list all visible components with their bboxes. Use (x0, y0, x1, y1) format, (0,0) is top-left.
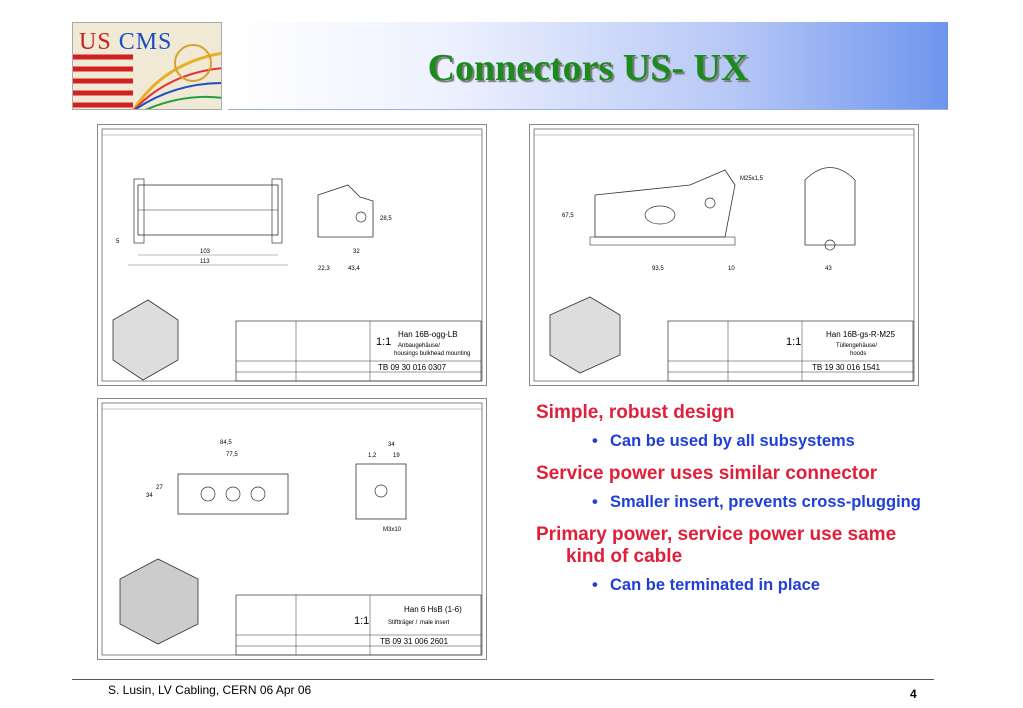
dim-93-5: 93,5 (652, 266, 664, 272)
drawing-2-part-name: Han 16B-gs-R-M25 (826, 330, 895, 339)
technical-drawing-2: 67,5 93,5 10 43 M25x1,5 1:1 Han 16B-gs-R… (529, 124, 919, 386)
bullet-sub: • Can be used by all subsystems (536, 432, 936, 451)
dim-67-5: 67,5 (562, 213, 574, 219)
drawing-3-part-name: Han 6 HsB (1-6) (404, 605, 462, 614)
logo-text: US CMS (79, 29, 172, 56)
technical-drawing-3: 84,5 77,5 34 27 34 1,2 19 M3x10 1:1 Han … (97, 398, 487, 660)
logo-graphic (73, 23, 221, 109)
drawing-1-part-name: Han 16B-ogg-LB (398, 330, 458, 339)
logo-us: US (79, 29, 112, 55)
bullet-sub-text: Can be used by all subsystems (610, 432, 855, 450)
dim-113: 113 (200, 259, 210, 265)
dim-19: 19 (393, 453, 400, 459)
dim-77-5: 77,5 (226, 452, 238, 458)
bullet-dot: • (592, 576, 598, 594)
bullet-sub: • Can be terminated in place (536, 576, 936, 595)
bullet-sub: • Smaller insert, prevents cross-plugging (536, 493, 936, 512)
bullet-main: Primary power, service power use same ki… (536, 524, 897, 567)
dim-32: 32 (353, 249, 360, 255)
dim-5: 5 (116, 239, 120, 245)
drawing-1-svg: 103 113 28,5 22,3 43,4 32 5 1:1 Han 16B-… (101, 128, 483, 382)
dim-m3x10: M3x10 (383, 527, 402, 533)
dim-27: 27 (156, 485, 163, 491)
page-number: 4 (910, 687, 917, 701)
drawing-3-desc-en: male insert (420, 620, 450, 626)
bullet-sub-text: Can be terminated in place (610, 576, 820, 594)
bullet-dot: • (592, 432, 598, 450)
dim-22-3: 22,3 (318, 266, 330, 272)
drawing-3-desc-de: Stiftträger / (388, 620, 418, 626)
technical-drawing-1: 103 113 28,5 22,3 43,4 32 5 1:1 Han 16B-… (97, 124, 487, 386)
bullet-main: Service power uses similar connector (536, 463, 878, 484)
drawing-2-part-number: TB 19 30 016 1541 (812, 363, 881, 372)
dim-28-5: 28,5 (380, 216, 392, 222)
drawing-2-desc-de: Tüllengehäuse/ (836, 343, 877, 349)
drawing-2-svg: 67,5 93,5 10 43 M25x1,5 1:1 Han 16B-gs-R… (533, 128, 915, 382)
drawing-1-part-number: TB 09 30 016 0307 (378, 363, 447, 372)
footer-divider (72, 679, 934, 680)
bullet-sub-text: Smaller insert, prevents cross-plugging (610, 493, 921, 511)
dim-43-4: 43,4 (348, 266, 360, 272)
dim-43: 43 (825, 266, 832, 272)
bullet-main: Simple, robust design (536, 402, 735, 423)
dim-10: 10 (728, 266, 735, 272)
logo-cms: CMS (118, 29, 173, 55)
drawing-1-desc-en: housings bulkhead mounting (394, 351, 470, 357)
us-cms-logo: US CMS (72, 22, 222, 110)
dim-84-5: 84,5 (220, 440, 232, 446)
drawing-1-scale: 1:1 (376, 336, 391, 348)
slide-title: Connectors US- UX (427, 47, 749, 89)
dim-1-2: 1,2 (368, 453, 377, 459)
dim-m25: M25x1,5 (740, 176, 764, 182)
drawing-3-svg: 84,5 77,5 34 27 34 1,2 19 M3x10 1:1 Han … (101, 402, 483, 656)
drawing-2-scale: 1:1 (786, 336, 801, 348)
footer-author: S. Lusin, LV Cabling, CERN 06 Apr 06 (108, 683, 312, 697)
drawing-3-part-number: TB 09 31 006 2601 (380, 637, 449, 646)
bullet-list: Simple, robust design • Can be used by al… (536, 402, 936, 601)
drawing-2-desc-en: hoods (850, 351, 866, 357)
drawing-1-desc-de: Anbaugehäuse/ (398, 343, 440, 349)
drawing-3-scale: 1:1 (354, 615, 369, 627)
bullet-dot: • (592, 493, 598, 511)
dim-103: 103 (200, 249, 211, 255)
title-bar: Connectors US- UX (228, 22, 948, 110)
dim-34-top: 34 (388, 442, 395, 448)
dim-34-left: 34 (146, 493, 153, 499)
